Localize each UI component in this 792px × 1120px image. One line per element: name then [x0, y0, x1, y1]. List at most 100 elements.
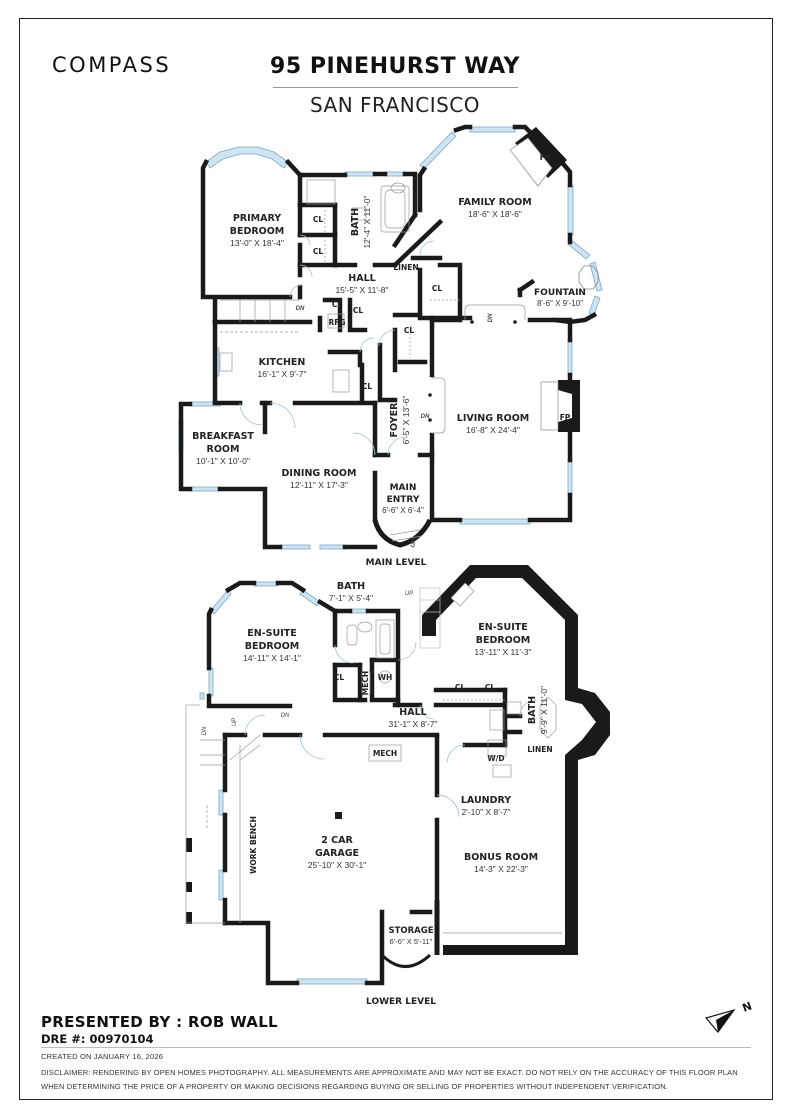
svg-text:BONUS ROOM: BONUS ROOM	[464, 852, 538, 863]
page-frame	[19, 18, 773, 1100]
svg-text:9'-9" X 11'-0": 9'-9" X 11'-0"	[539, 686, 549, 734]
svg-text:13'-0" X 18'-4": 13'-0" X 18'-4"	[230, 238, 284, 248]
svg-text:2'-10" X 8'-7": 2'-10" X 8'-7"	[462, 807, 511, 817]
svg-text:CL: CL	[332, 300, 343, 309]
svg-text:LINEN: LINEN	[527, 745, 552, 754]
lower-level-plan: CL CL CL MECH WH MECH W/D LINEN WORK BEN…	[185, 565, 610, 1007]
svg-text:HALL: HALL	[399, 707, 426, 718]
svg-text:6'-6" X 6'-4": 6'-6" X 6'-4"	[382, 506, 424, 515]
room-storage: STORAGE 6'-6" X 5'-11"	[388, 926, 433, 946]
dre-number: DRE #: 00970104	[41, 1032, 154, 1046]
svg-text:31'-1" X 8'-7": 31'-1" X 8'-7"	[389, 719, 438, 729]
svg-text:CL: CL	[313, 215, 324, 224]
svg-text:BEDROOM: BEDROOM	[476, 635, 531, 646]
svg-text:BATH: BATH	[350, 208, 361, 236]
svg-text:W/D: W/D	[487, 754, 504, 763]
svg-text:CL: CL	[334, 673, 345, 682]
svg-text:ENTRY: ENTRY	[387, 495, 420, 505]
svg-text:10'-1" X 10'-0": 10'-1" X 10'-0"	[196, 456, 250, 466]
svg-text:13'-11" X 11'-3": 13'-11" X 11'-3"	[474, 647, 531, 657]
svg-text:LINEN: LINEN	[393, 263, 418, 272]
svg-text:DN: DN	[488, 313, 494, 322]
svg-text:CL: CL	[404, 326, 415, 335]
room-bonus-room: BONUS ROOM 14'-3" X 22'-3"	[464, 852, 538, 874]
room-living-room: LIVING ROOM 16'-8" X 24'-4"	[457, 413, 529, 435]
room-dining-room: DINING ROOM 12'-11" X 17'-3"	[282, 468, 357, 490]
svg-text:25'-10" X 30'-1": 25'-10" X 30'-1"	[308, 860, 366, 870]
svg-text:PRIMARY: PRIMARY	[233, 213, 281, 224]
svg-text:BEDROOM: BEDROOM	[230, 226, 285, 237]
room-bath-lower-2: BATH 9'-9" X 11'-0"	[527, 686, 549, 734]
svg-text:UP: UP	[232, 718, 238, 726]
property-address: 95 PINEHURST WAY	[270, 54, 520, 79]
room-fountain: FOUNTAIN 8'-6" X 9'-10"	[534, 288, 586, 308]
svg-text:LIVING ROOM: LIVING ROOM	[457, 413, 529, 424]
svg-text:FOYER: FOYER	[389, 402, 400, 438]
property-city: SAN FRANCISCO	[309, 93, 481, 117]
svg-text:DN: DN	[202, 726, 208, 735]
room-kitchen: KITCHEN 16'-1" X 9'-7"	[258, 357, 307, 379]
lower-level-label: LOWER LEVEL	[366, 997, 436, 1007]
svg-text:DINING ROOM: DINING ROOM	[282, 468, 357, 479]
svg-text:16'-8" X 24'-4": 16'-8" X 24'-4"	[466, 425, 520, 435]
room-hall-lower: HALL 31'-1" X 8'-7"	[389, 707, 438, 729]
svg-text:MECH: MECH	[373, 749, 397, 758]
svg-text:EN-SUITE: EN-SUITE	[478, 622, 527, 633]
svg-text:7'-1" X 5'-4": 7'-1" X 5'-4"	[329, 593, 373, 603]
svg-text:FOUNTAIN: FOUNTAIN	[534, 288, 586, 298]
svg-text:HALL: HALL	[348, 273, 375, 284]
disclaimer-text: DISCLAIMER: RENDERING BY OPEN HOMES PHOT…	[41, 1068, 738, 1091]
svg-text:14'-11" X 14'-1": 14'-11" X 14'-1"	[243, 653, 301, 663]
fireplace-icon: FP	[509, 127, 567, 187]
svg-text:N: N	[741, 1000, 754, 1015]
svg-text:CL: CL	[485, 683, 496, 692]
svg-text:8'-6" X 9'-10": 8'-6" X 9'-10"	[537, 299, 583, 308]
svg-text:FAMILY ROOM: FAMILY ROOM	[458, 197, 531, 208]
room-ensuite-bedroom-2: EN-SUITE BEDROOM 13'-11" X 11'-3"	[474, 622, 531, 657]
svg-text:6'-5" X 13'-6": 6'-5" X 13'-6"	[401, 396, 411, 445]
main-level-label: MAIN LEVEL	[366, 558, 427, 568]
svg-text:BREAKFAST: BREAKFAST	[192, 431, 254, 442]
svg-text:RFG: RFG	[328, 318, 345, 327]
footer-divider	[41, 1047, 751, 1048]
svg-text:2 CAR: 2 CAR	[321, 835, 353, 846]
svg-text:UP: UP	[410, 538, 419, 549]
room-bath-lower-1: BATH 7'-1" X 5'-4"	[329, 581, 373, 603]
room-bath-main: BATH 12'-4" X 11'-0"	[350, 195, 372, 248]
svg-text:ROOM: ROOM	[207, 444, 240, 455]
presented-by: PRESENTED BY : ROB WALL	[41, 1013, 278, 1031]
svg-text:DN: DN	[421, 414, 430, 420]
room-hall-main: HALL 15'-5" X 11'-8"	[335, 273, 388, 295]
svg-text:15'-5" X 11'-8": 15'-5" X 11'-8"	[335, 285, 388, 295]
svg-text:FP: FP	[540, 153, 551, 162]
compass-logo: COMPASS	[52, 53, 172, 77]
svg-text:16'-1" X 9'-7": 16'-1" X 9'-7"	[258, 369, 307, 379]
title-divider	[273, 87, 518, 88]
svg-text:WH: WH	[378, 673, 393, 682]
room-primary-bedroom: PRIMARY BEDROOM 13'-0" X 18'-4"	[230, 213, 285, 248]
svg-text:BEDROOM: BEDROOM	[245, 641, 300, 652]
svg-text:UP: UP	[405, 591, 413, 597]
room-main-entry: MAIN ENTRY 6'-6" X 6'-4"	[382, 483, 424, 515]
room-foyer: FOYER 6'-5" X 13'-6"	[389, 396, 411, 445]
created-date: CREATED ON JANUARY 16, 2026	[41, 1052, 164, 1061]
svg-text:LAUNDRY: LAUNDRY	[461, 795, 511, 806]
svg-text:WORK BENCH: WORK BENCH	[249, 816, 258, 874]
svg-text:GARAGE: GARAGE	[315, 848, 359, 859]
svg-text:DN: DN	[281, 713, 290, 719]
svg-text:STORAGE: STORAGE	[388, 926, 433, 936]
room-garage: 2 CAR GARAGE 25'-10" X 30'-1"	[308, 835, 366, 870]
svg-text:BATH: BATH	[337, 581, 365, 592]
svg-text:18'-6" X 18'-6": 18'-6" X 18'-6"	[468, 209, 522, 219]
svg-text:CL: CL	[432, 284, 443, 293]
svg-text:CL: CL	[362, 382, 373, 391]
svg-text:6'-6" X 5'-11": 6'-6" X 5'-11"	[390, 937, 433, 946]
room-laundry: LAUNDRY 2'-10" X 8'-7"	[461, 795, 511, 817]
room-family-room: FAMILY ROOM 18'-6" X 18'-6"	[458, 197, 531, 219]
svg-text:12'-4" X 11'-0": 12'-4" X 11'-0"	[362, 195, 372, 248]
svg-text:14'-3" X 22'-3": 14'-3" X 22'-3"	[474, 864, 528, 874]
svg-text:FP: FP	[560, 413, 571, 422]
svg-text:KITCHEN: KITCHEN	[259, 357, 306, 368]
svg-text:MAIN: MAIN	[390, 483, 417, 493]
room-breakfast-room: BREAKFAST ROOM 10'-1" X 10'-0"	[192, 431, 254, 466]
